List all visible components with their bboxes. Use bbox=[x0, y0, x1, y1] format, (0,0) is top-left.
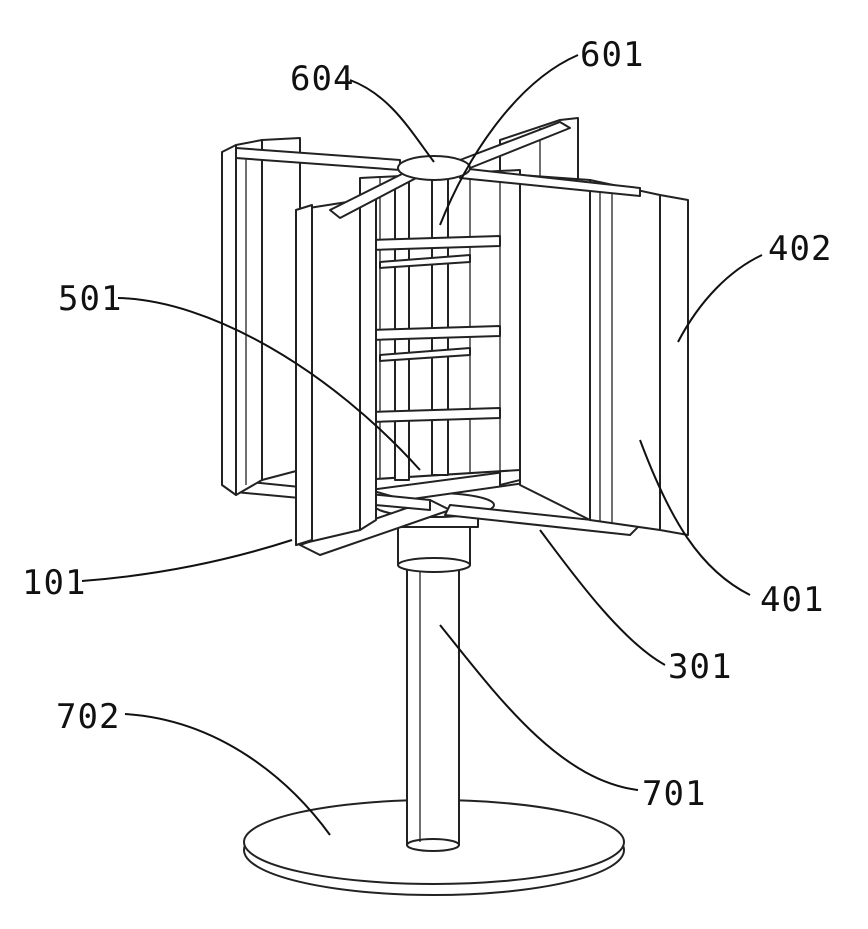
label-401: 401 bbox=[760, 583, 824, 617]
label-701: 701 bbox=[642, 777, 706, 811]
blade-back-left bbox=[222, 138, 300, 495]
blade-front-right bbox=[520, 175, 688, 535]
label-501: 501 bbox=[58, 282, 122, 316]
support-pole bbox=[407, 560, 459, 851]
label-301: 301 bbox=[668, 650, 732, 684]
label-402: 402 bbox=[768, 232, 832, 266]
label-101: 101 bbox=[22, 566, 86, 600]
label-604: 604 bbox=[290, 62, 354, 96]
label-601: 601 bbox=[580, 38, 644, 72]
label-702: 702 bbox=[56, 700, 120, 734]
